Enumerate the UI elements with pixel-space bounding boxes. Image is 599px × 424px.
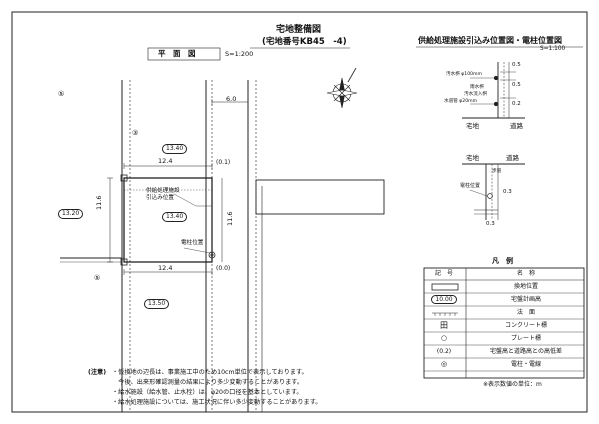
- legend-symbol: 10.00: [424, 293, 464, 306]
- legend-name: プレート標: [510, 335, 541, 342]
- treatment-inlet-label: 供給処理施設 引込み位置: [146, 188, 180, 202]
- north-arrow-icon: [326, 67, 358, 109]
- upper-pipe-drain: 汚水流入桝: [464, 92, 487, 97]
- legend-symbol: [424, 306, 464, 319]
- legend-name: 換地位置: [513, 283, 538, 290]
- upper-pipe-water: 水道管 φ20mm: [444, 99, 478, 104]
- upper-dim-top: 0.5: [512, 62, 521, 68]
- detail-lower: [462, 163, 525, 220]
- lower-road-label: 道路: [506, 154, 519, 162]
- dim-top-width: 12.4: [158, 157, 173, 165]
- legend-name: 電柱・電線: [510, 361, 541, 368]
- height-badge-c: 13.20: [58, 209, 84, 219]
- lower-pole-label: 電柱位置: [460, 183, 481, 189]
- plan-label: 平 面 図: [158, 49, 196, 58]
- legend-name: 宅盤高と道路高との高低差: [490, 348, 562, 355]
- plan-view: [60, 80, 385, 412]
- notes-head: (注意): [88, 369, 107, 376]
- legend-row: ◎ 電柱・電線: [424, 358, 584, 371]
- legend-row: 10.00 宅盤計画高: [424, 293, 584, 306]
- height-badge-b: 13.40: [162, 212, 188, 222]
- plan-label-box: [147, 47, 221, 61]
- note-line: ・給水施設（給水管、止水栓）は、φ20の口径を基本としています。: [112, 389, 303, 396]
- legend-symbol: (0.2): [436, 348, 452, 355]
- upper-pipe-rain: 雨水桝: [470, 85, 484, 90]
- note-line: 今後、出来形確認測量の結果により多少変動することがあります。: [112, 379, 304, 386]
- pole-location-label: 電柱位置: [181, 240, 204, 246]
- legend-name: 宅盤計画高: [510, 296, 541, 303]
- legend-height-badge: 10.00: [431, 295, 457, 304]
- dim-left-depth: 11.6: [95, 195, 103, 210]
- utility-pole-icon: ◎: [440, 360, 448, 368]
- legend-name: コンクリート標: [504, 322, 547, 329]
- dim-right-depth: 11.6: [226, 211, 234, 226]
- detail-upper: [462, 62, 525, 119]
- lower-dim-a: 0.3: [503, 189, 512, 195]
- lower-sidewalk-label: 歩道: [492, 169, 502, 174]
- plan-scale: S=1:200: [225, 50, 254, 58]
- legend-col-name: 名 称: [516, 270, 535, 277]
- sheet-frame: [11, 11, 588, 413]
- lot-number-a: ⑤: [58, 90, 65, 98]
- upper-lot-label: 宅地: [466, 122, 479, 130]
- upper-pipe-sewer: 汚水桝 φ100mm: [446, 72, 482, 77]
- dim-road-width: 6.0: [226, 95, 237, 103]
- lot-number-b: ③: [132, 129, 139, 137]
- lot-number-title: (宅地番号KB45 -4): [262, 37, 347, 47]
- upper-road-label: 道路: [510, 122, 523, 130]
- sheet-title: 宅地整備図: [276, 25, 322, 35]
- legend-row: 換地位置: [424, 280, 584, 293]
- dim-offset-top: (0.1): [216, 159, 231, 166]
- dim-offset-bottom: (0.0): [216, 265, 231, 272]
- legend-header: 記 号 名 称: [424, 268, 584, 281]
- lower-lot-label: 宅地: [466, 154, 479, 162]
- note-line: ・仮換地の辺長は、事業施工中のため10cm単位で表示しております。: [112, 369, 308, 376]
- note-line: ・給水処理施設については、施工状況に伴い多少変動することがあります。: [112, 399, 322, 406]
- legend-row: (0.2) 宅盤高と道路高との高低差: [424, 345, 584, 358]
- legend-symbol: [424, 280, 464, 293]
- legend-name: 法 面: [516, 309, 535, 316]
- legend-col-symbol: 記 号: [434, 270, 453, 277]
- lot-number-c: ⑤: [94, 274, 101, 282]
- plate-marker-icon: ○: [440, 334, 448, 342]
- legend-title: 凡 例: [492, 257, 513, 265]
- legend-row: ○ プレート標: [424, 332, 584, 345]
- dim-bottom-width: 12.4: [158, 264, 173, 272]
- detail-title: 供給処理施設引込み位置図・電柱位置図: [418, 36, 562, 45]
- legend-frame: [423, 267, 585, 379]
- height-badge-a: 13.40: [162, 144, 188, 154]
- upper-dim-mid: 0.5: [512, 82, 521, 88]
- lower-dim-b: 0.3: [486, 221, 495, 227]
- height-badge-d: 13.50: [144, 299, 170, 309]
- legend-unit-note: ※表示数値の単位：m: [483, 381, 542, 388]
- legend-row: 法 面: [424, 306, 584, 319]
- upper-dim-bot: 0.2: [512, 101, 521, 107]
- legend-row: 田 コンクリート標: [424, 319, 584, 332]
- concrete-marker-icon: 田: [440, 321, 448, 330]
- detail-scale: S=1:100: [540, 46, 566, 52]
